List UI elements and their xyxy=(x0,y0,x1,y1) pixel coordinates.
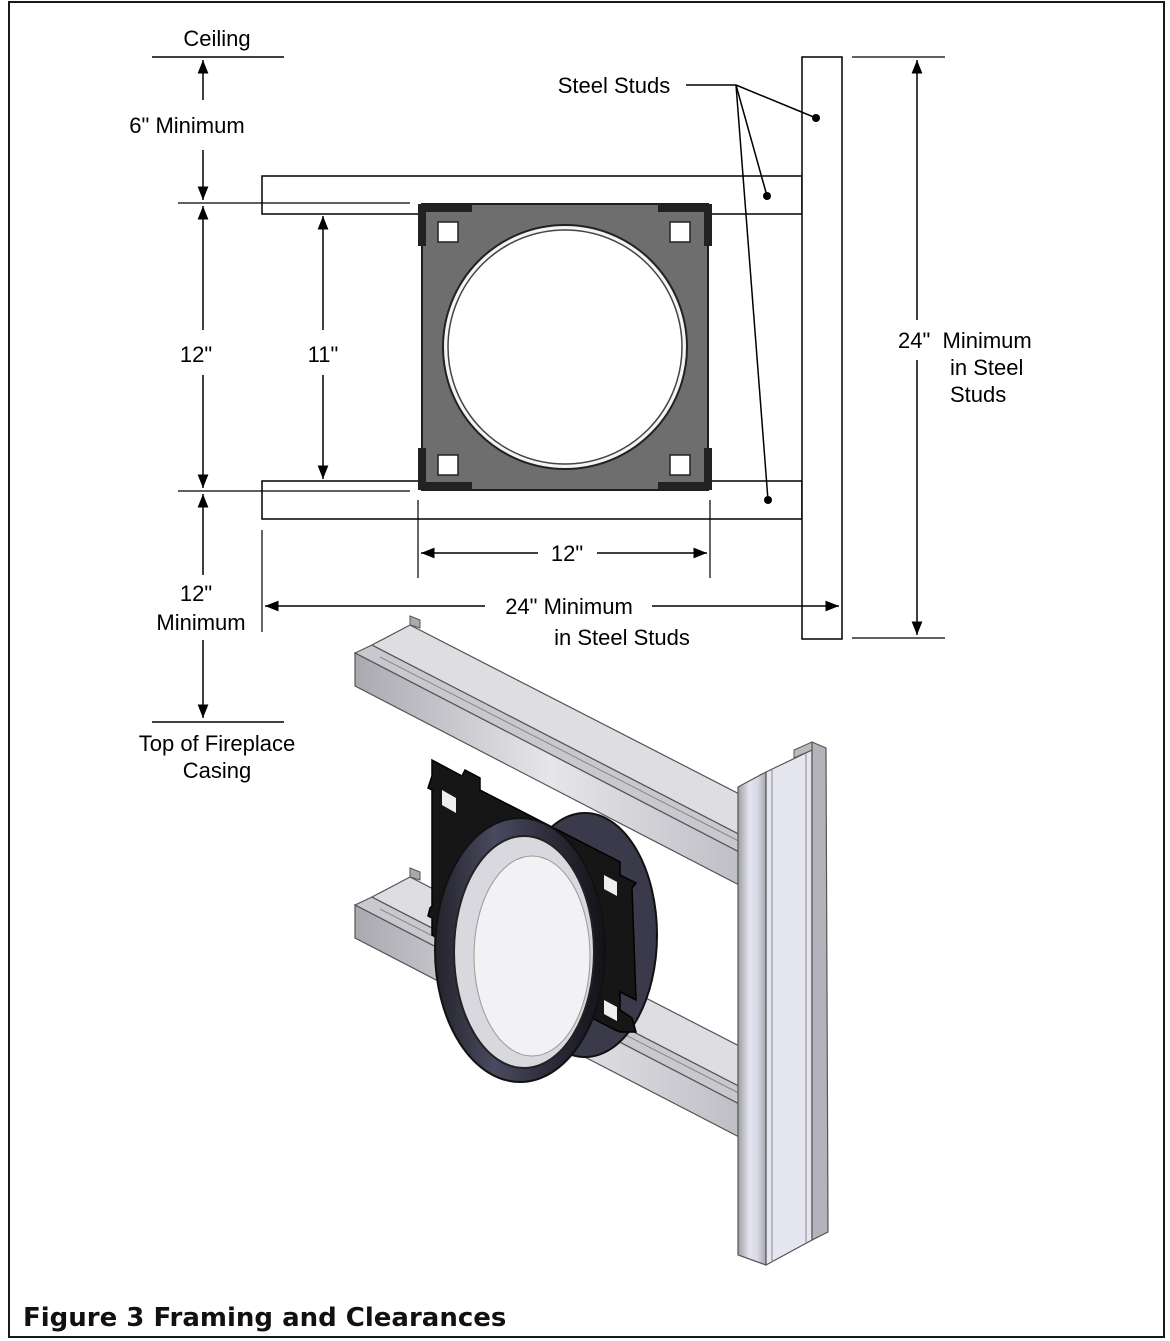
steel-studs-leader-2 xyxy=(735,84,768,197)
eleven-label: 11" xyxy=(308,342,339,367)
steel-studs-label: Steel Studs xyxy=(558,73,671,98)
elevation-view: Ceiling 6" Minimum xyxy=(129,26,1031,783)
vert-min-label-line3: Studs xyxy=(950,382,1006,407)
horiz-min-label-line2: in Steel Studs xyxy=(554,625,690,650)
twelve-min-label-bottom: Minimum xyxy=(156,610,245,635)
steel-studs-dot-2 xyxy=(763,192,771,200)
figure-border xyxy=(8,1,1165,1338)
casing-label-line1: Top of Fireplace xyxy=(139,731,296,756)
isometric-view xyxy=(353,615,829,1267)
twelve-horiz-label: 12" xyxy=(551,541,583,566)
steel-studs-dot-1 xyxy=(812,114,820,122)
steel-studs-leader-1 xyxy=(735,84,817,119)
firestop-plate-front xyxy=(418,203,712,491)
ceiling-label: Ceiling xyxy=(183,26,250,51)
iso-firestop-collar xyxy=(427,758,658,1083)
steel-studs-dot-3 xyxy=(764,496,772,504)
horiz-min-label-line1: 24" Minimum xyxy=(505,594,633,619)
twelve-min-label-top: 12" xyxy=(180,581,212,606)
iso-vertical-stud xyxy=(737,741,829,1267)
six-min-label: 6" Minimum xyxy=(129,113,244,138)
vertical-stud xyxy=(801,56,843,640)
twelve-vert-label: 12" xyxy=(180,342,212,367)
figure-caption: Figure 3 Framing and Clearances xyxy=(23,1303,506,1333)
vert-min-label-line1: 24" Minimum xyxy=(898,328,1032,353)
casing-label-line2: Casing xyxy=(183,758,251,783)
steel-studs-leader-3 xyxy=(735,84,769,501)
vert-min-label-line2: in Steel xyxy=(950,355,1023,380)
